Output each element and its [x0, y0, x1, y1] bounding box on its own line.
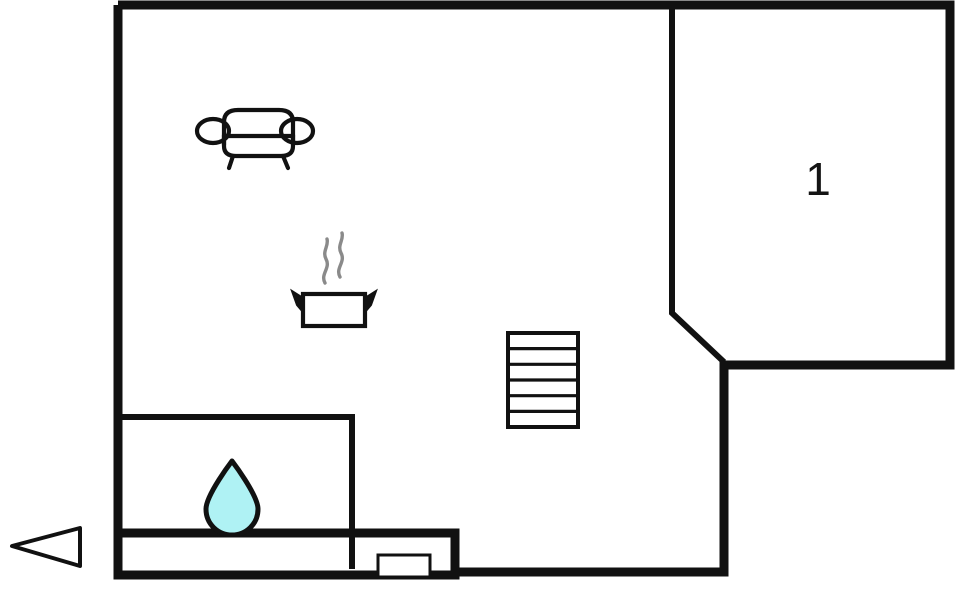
interior-wall-bathroom [118, 414, 355, 569]
stairs-icon [506, 331, 580, 429]
stair-treads [508, 347, 578, 413]
pot-handle-left [290, 288, 304, 315]
room-number-label-1: 1 [805, 153, 831, 205]
door-opening[interactable] [376, 553, 432, 579]
water-drop-shape [203, 458, 261, 538]
exterior-wall-bottom-right-step [431, 533, 460, 580]
steam-lines [322, 231, 345, 285]
cooking-pot-icon [290, 231, 378, 329]
sofa-icon [194, 107, 316, 171]
pot-body [300, 291, 368, 329]
pot-handle-right [364, 288, 378, 315]
direction-arrow-triangle [10, 526, 82, 568]
direction-arrow-icon [10, 526, 82, 568]
water-drop-icon [203, 458, 261, 538]
interior-partition-room1 [669, 9, 727, 365]
walls-group [113, 0, 955, 580]
